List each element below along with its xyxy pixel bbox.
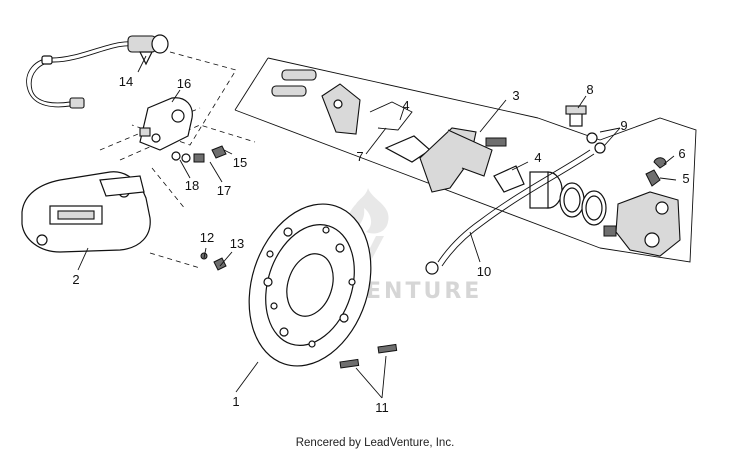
- callout-16: 16: [177, 76, 191, 91]
- pad-pins-and-pads-part: [271, 69, 431, 163]
- callout-9: 9: [620, 118, 627, 133]
- callout-10: 10: [477, 264, 491, 279]
- callout-1: 1: [232, 394, 239, 409]
- callout-4-upper: 4: [402, 98, 409, 113]
- speed-sensor-part: [26, 34, 169, 109]
- sensor-bracket-part: [139, 97, 193, 151]
- callout-4-lower: 4: [534, 150, 541, 165]
- footer-credit: Rencered by LeadVenture, Inc.: [295, 437, 455, 449]
- callout-3: 3: [512, 88, 519, 103]
- callout-7: 7: [356, 149, 363, 164]
- caliper-bracket-part: [419, 127, 525, 193]
- callout-14: 14: [119, 74, 133, 89]
- caliper-piston-part: [529, 171, 607, 226]
- leader-lines: [77, 55, 677, 399]
- callout-18: 18: [185, 178, 199, 193]
- callout-6: 6: [678, 146, 685, 161]
- small-hardware-parts: [171, 145, 227, 271]
- callout-5: 5: [682, 171, 689, 186]
- callout-17: 17: [217, 183, 231, 198]
- callout-12: 12: [200, 230, 214, 245]
- callout-8: 8: [586, 82, 593, 97]
- callout-11: 11: [375, 400, 389, 415]
- callout-2: 2: [72, 272, 79, 287]
- callout-labels: 1 2 3 4 4 5 6 7 8 9 10 11 12 13 14 15 16…: [72, 74, 689, 415]
- brake-disc-part: [248, 203, 372, 367]
- bleeder-parts: [645, 157, 667, 187]
- callout-15: 15: [233, 155, 247, 170]
- disc-bolts-part: [339, 343, 398, 369]
- banjo-bolt-part: [565, 105, 606, 154]
- caliper-guard-part: [21, 171, 151, 253]
- brake-hose-part: [425, 149, 595, 275]
- callout-13: 13: [230, 236, 244, 251]
- caliper-body-part: [603, 191, 681, 257]
